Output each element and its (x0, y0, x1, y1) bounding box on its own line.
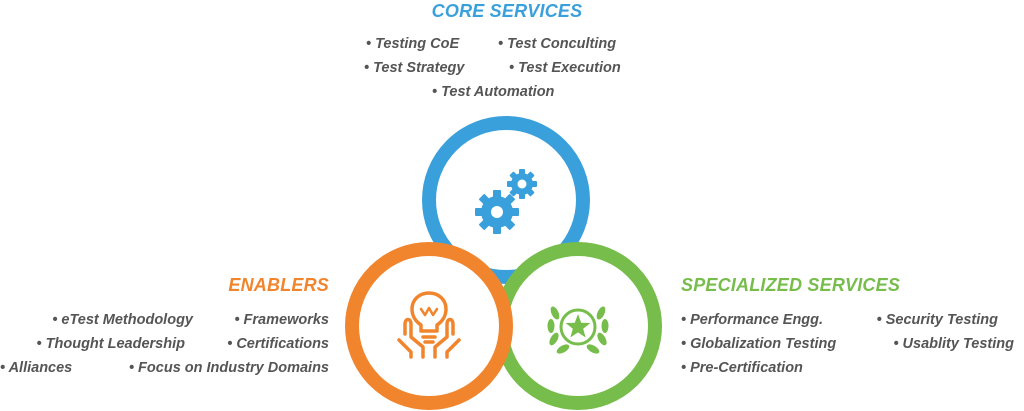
gears-icon (475, 169, 537, 234)
enablers-title: ENABLERS (228, 275, 329, 295)
core-services-title: CORE SERVICES (431, 1, 583, 21)
lightbulb-hands-icon (397, 291, 461, 359)
list-item: • Test Automation (432, 84, 555, 100)
list-item: • Frameworks (234, 312, 329, 328)
list-item: • Focus on Industry Domains (128, 360, 329, 376)
list-item: • Testing CoE (366, 36, 460, 52)
list-item: • Security Testing (876, 312, 998, 328)
list-item: • Test Strategy (364, 60, 465, 76)
list-item: • Certifications (227, 336, 329, 352)
laurel-star-icon (547, 306, 609, 354)
list-item: • Test Conculting (498, 36, 617, 52)
list-item: • Thought Leadership (36, 336, 185, 352)
list-item: • Performance Engg. (681, 312, 824, 328)
list-item: • Globalization Testing (681, 336, 837, 352)
list-item: • eTest Methodology (52, 312, 193, 328)
enablers-circle (345, 242, 513, 410)
list-item: • Test Execution (509, 60, 621, 76)
list-item: • Alliances (0, 360, 73, 376)
list-item: • Usablity Testing (893, 336, 1014, 352)
list-item: • Pre-Certification (681, 360, 803, 376)
specialized-services-title: SPECIALIZED SERVICES (681, 275, 901, 295)
